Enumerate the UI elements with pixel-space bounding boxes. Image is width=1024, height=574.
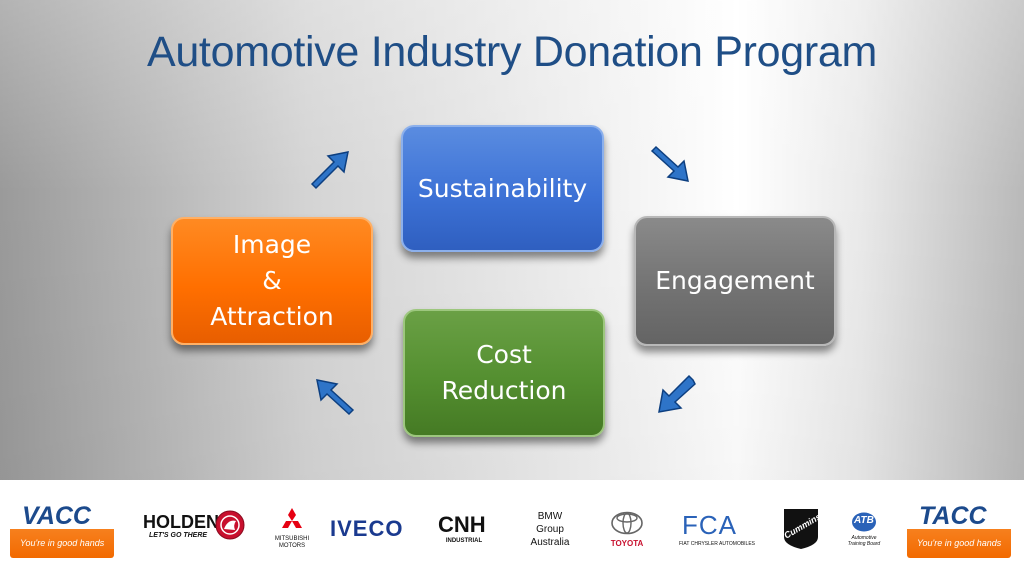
bmw-line3: Australia <box>530 537 570 548</box>
arrow-down-right-icon <box>650 145 689 182</box>
ampersand-label: & <box>262 266 282 295</box>
cost-reduction-box: Cost Reduction <box>403 309 605 437</box>
atb-wordmark: ATB <box>854 515 874 526</box>
tacc-logo: TACC You're in good hands <box>907 500 1011 558</box>
cummins-logo: Cummins <box>780 507 823 551</box>
slide-title: Automotive Industry Donation Program <box>146 28 878 76</box>
bmw-group-logo: BMW Group Australia <box>522 510 578 549</box>
holden-logo: HOLDEN LET'S GO THERE <box>143 510 247 548</box>
fca-logo: FCA FIAT CHRYSLER AUTOMOBILES <box>672 510 762 550</box>
holden-wordmark: HOLDEN <box>143 512 219 532</box>
arrow-down-left-icon <box>658 374 696 413</box>
vacc-tagline: You're in good hands <box>20 538 105 548</box>
tacc-wordmark: TACC <box>919 502 987 530</box>
toyota-emblem-icon <box>611 511 643 535</box>
holden-tagline: LET'S GO THERE <box>149 532 208 539</box>
bmw-line2: Group <box>536 524 564 535</box>
attraction-label: Attraction <box>210 302 334 331</box>
image-label: Image <box>232 230 312 259</box>
mitsubishi-line2: MOTORS <box>278 543 306 549</box>
cost-label: Cost <box>476 340 532 369</box>
atb-logo: ATB Automotive Training Board <box>844 511 884 551</box>
slide-background: Automotive Industry Donation Program Sus… <box>0 0 1024 480</box>
mitsubishi-diamonds-icon <box>282 508 302 528</box>
toyota-logo: TOYOTA <box>604 511 650 551</box>
vacc-logo: VACC You're in good hands <box>10 500 114 558</box>
mitsubishi-logo: MITSUBISHI MOTORS <box>272 508 312 552</box>
cnh-logo: CNH INDUSTRIAL <box>436 512 492 548</box>
image-attraction-box: Image & Attraction <box>171 217 373 345</box>
fca-subtext: FIAT CHRYSLER AUTOMOBILES <box>678 541 756 547</box>
sponsor-logo-strip <box>0 480 1024 574</box>
toyota-wordmark: TOYOTA <box>610 539 644 548</box>
sustainability-box: Sustainability <box>401 125 604 252</box>
engagement-box: Engagement <box>634 216 836 346</box>
bmw-line1: BMW <box>537 511 563 522</box>
engagement-label: Engagement <box>655 266 815 295</box>
arrow-up-right-icon <box>310 151 349 190</box>
atb-subtext: Automotive Training Board <box>847 535 881 547</box>
reduction-label: Reduction <box>441 376 567 405</box>
tacc-tagline: You're in good hands <box>917 538 1002 548</box>
fca-wordmark: FCA <box>682 510 737 540</box>
sustainability-label: Sustainability <box>417 173 588 203</box>
iveco-logo: IVECO <box>330 516 403 542</box>
atb-emblem-icon <box>852 512 876 532</box>
vacc-wordmark: VACC <box>22 502 91 530</box>
cnh-subtext: INDUSTRIAL <box>445 538 483 544</box>
mitsubishi-line1: MITSUBISHI <box>274 536 310 542</box>
cummins-badge-icon <box>784 509 818 549</box>
cnh-wordmark: CNH <box>438 512 486 537</box>
holden-lion-icon <box>215 510 245 540</box>
arrow-up-left-icon <box>316 379 355 416</box>
iveco-wordmark: IVECO <box>330 516 404 541</box>
